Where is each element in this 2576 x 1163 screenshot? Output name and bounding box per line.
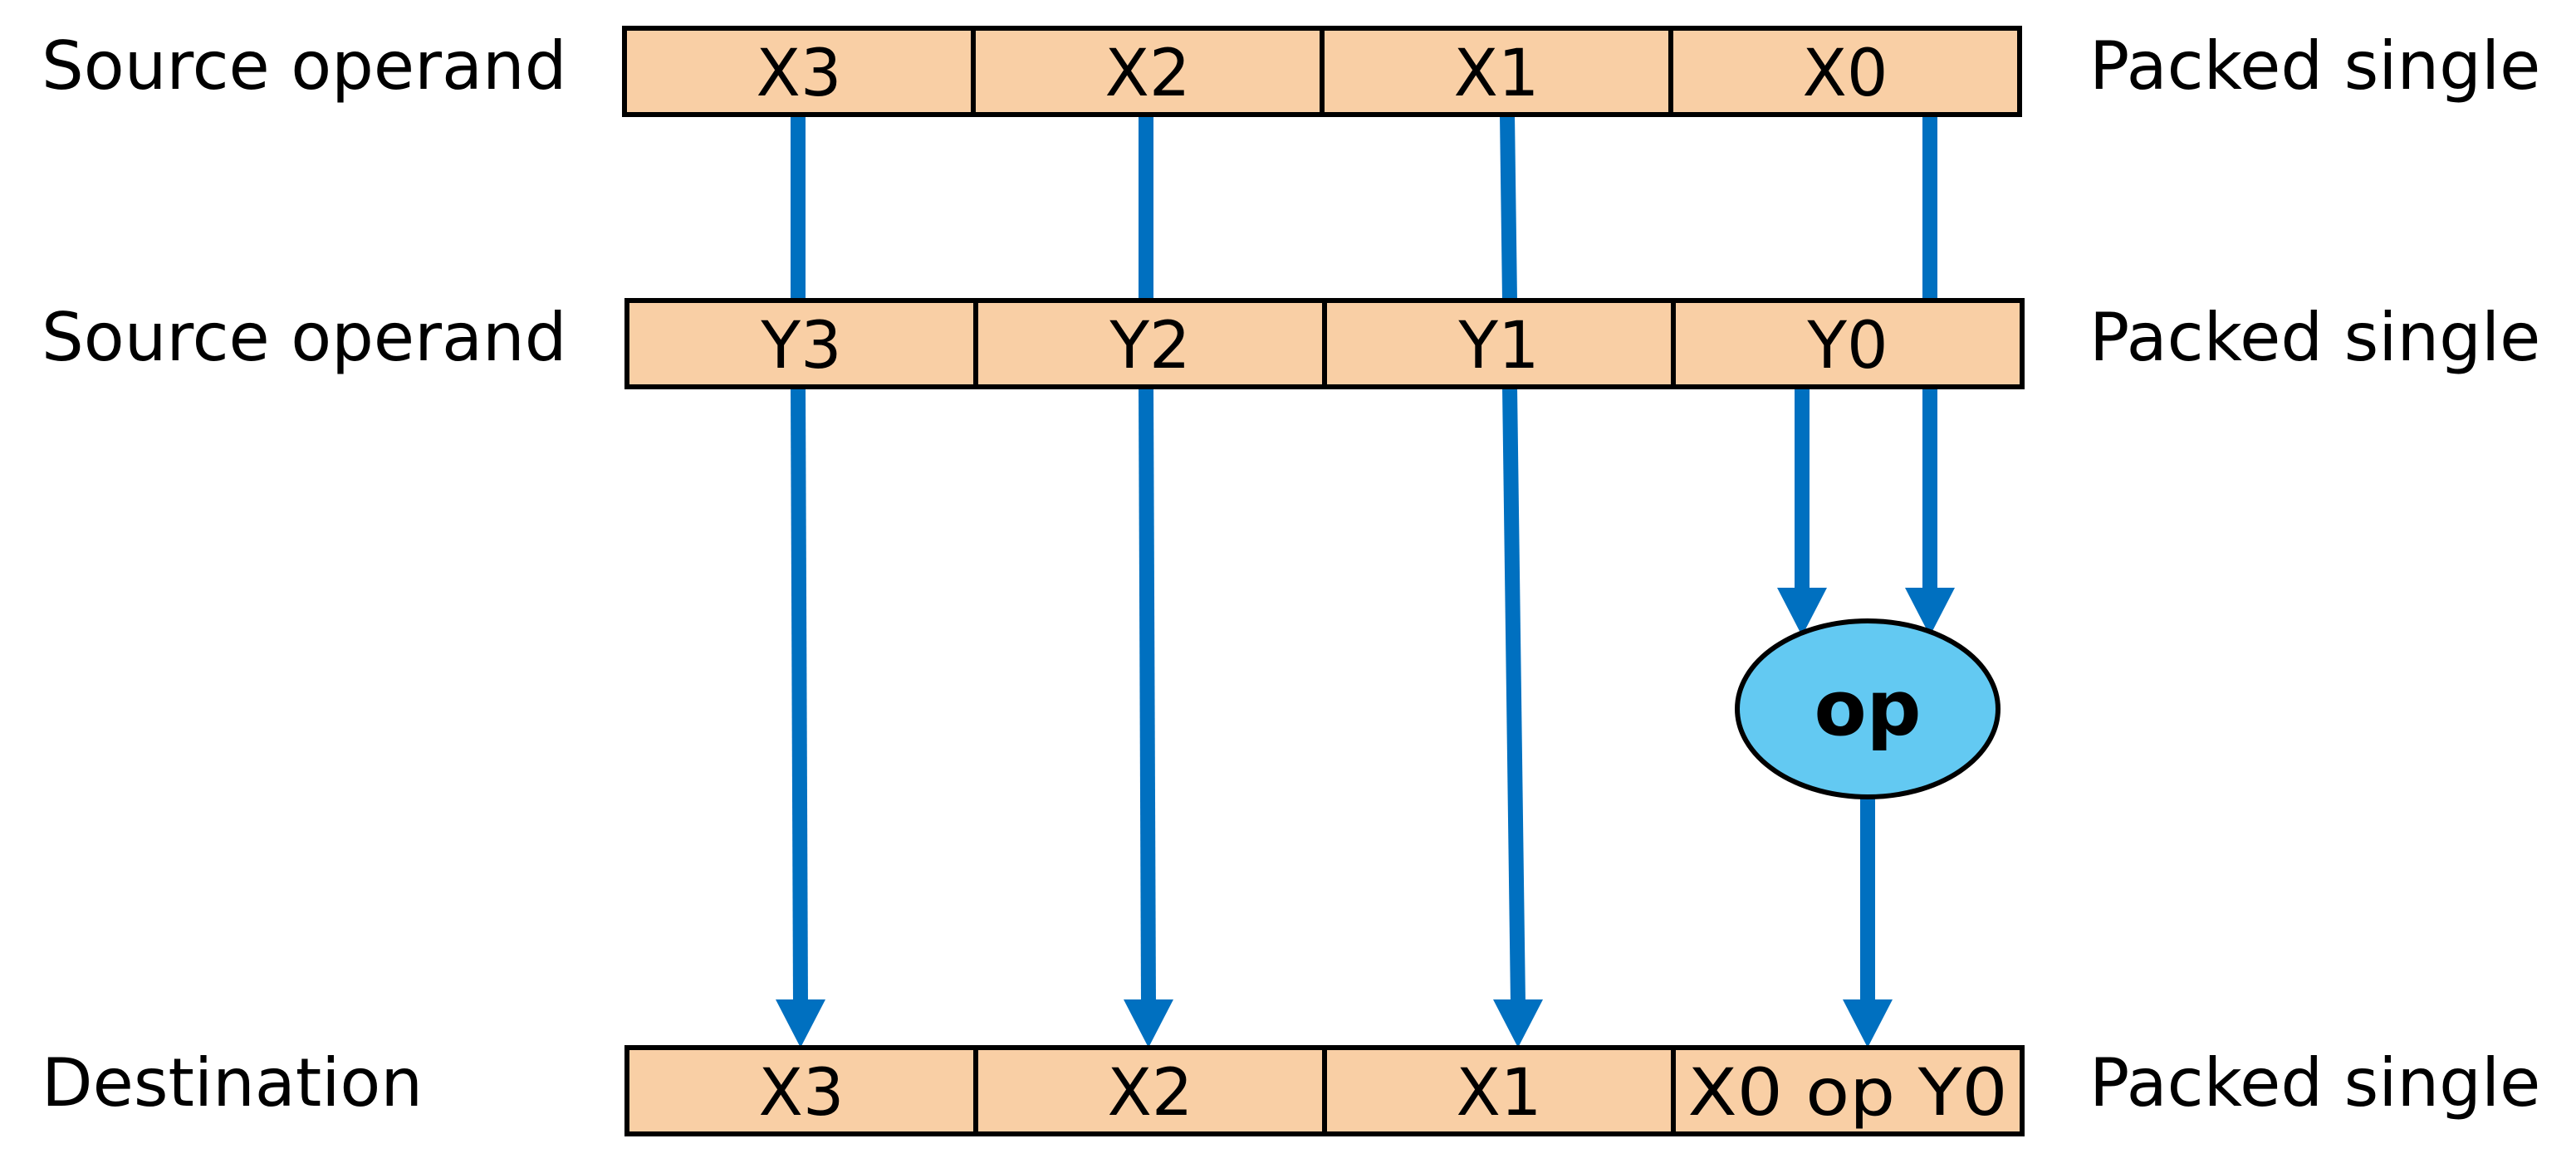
register-cell xyxy=(973,298,1327,389)
register-cell xyxy=(1322,1045,1676,1136)
register-cell xyxy=(622,26,976,117)
cell-value-x3: X3 xyxy=(756,37,841,111)
row-label: Source operand xyxy=(42,299,567,376)
x3-pass-line xyxy=(791,386,808,1005)
x3-pass-arrowhead xyxy=(776,999,825,1048)
row-label: Source operand xyxy=(42,27,567,105)
x1-to-y1-connector xyxy=(1500,114,1517,301)
type-label: Packed single xyxy=(2089,299,2540,376)
register-cell xyxy=(1668,26,2022,117)
register-cell xyxy=(1671,298,2025,389)
cell-value-x2: X2 xyxy=(1104,37,1190,111)
op-node: op xyxy=(1735,618,2001,799)
op-ellipse xyxy=(1735,618,2001,799)
cell-value-x0: X0 xyxy=(1802,37,1888,111)
register-cell xyxy=(971,26,1325,117)
source-operand-y-row: Source operand Y3 Y2 Y1 Y0 Packed single xyxy=(42,298,2540,389)
register-cell xyxy=(1322,298,1676,389)
op-to-destination-arrowhead xyxy=(1843,999,1893,1048)
type-label: Packed single xyxy=(2089,27,2540,105)
type-label: Packed single xyxy=(2089,1044,2540,1121)
destination-row: Destination X3 X2 X1 X0 op Y0 Packed sin… xyxy=(42,1044,2540,1136)
x1-pass-arrowhead xyxy=(1493,999,1543,1048)
cell-value-dest-2: X2 xyxy=(1107,1056,1193,1131)
y0-to-op-arrowhead xyxy=(1777,588,1827,636)
cell-value-x1: X1 xyxy=(1453,37,1539,111)
source-operand-x-row: Source operand X3 X2 X1 X0 Packed single xyxy=(42,26,2540,117)
register-cell xyxy=(624,1045,978,1136)
cell-value-dest-0: X0 op Y0 xyxy=(1688,1056,2008,1131)
cell-value-dest-3: X3 xyxy=(758,1056,844,1131)
cell-value-y1: Y1 xyxy=(1457,309,1539,384)
data-flow-arrows xyxy=(776,114,1955,1048)
cell-value-y3: Y3 xyxy=(760,309,841,384)
x0-to-op-arrowhead xyxy=(1905,588,1955,636)
register-x: X3 X2 X1 X0 xyxy=(622,26,2022,117)
op-label: op xyxy=(1814,664,1921,753)
cell-value-y2: Y2 xyxy=(1109,309,1190,384)
register-destination: X3 X2 X1 X0 op Y0 xyxy=(624,1045,2025,1136)
cell-value-dest-1: X1 xyxy=(1456,1056,1541,1131)
register-y: Y3 Y2 Y1 Y0 xyxy=(624,298,2025,389)
x2-pass-arrowhead xyxy=(1124,999,1173,1048)
register-cell xyxy=(1671,1045,2025,1136)
x2-pass-line xyxy=(1139,386,1156,1005)
row-label: Destination xyxy=(42,1044,423,1121)
cell-value-y0: Y0 xyxy=(1806,309,1888,384)
x1-pass-line xyxy=(1502,386,1526,1005)
